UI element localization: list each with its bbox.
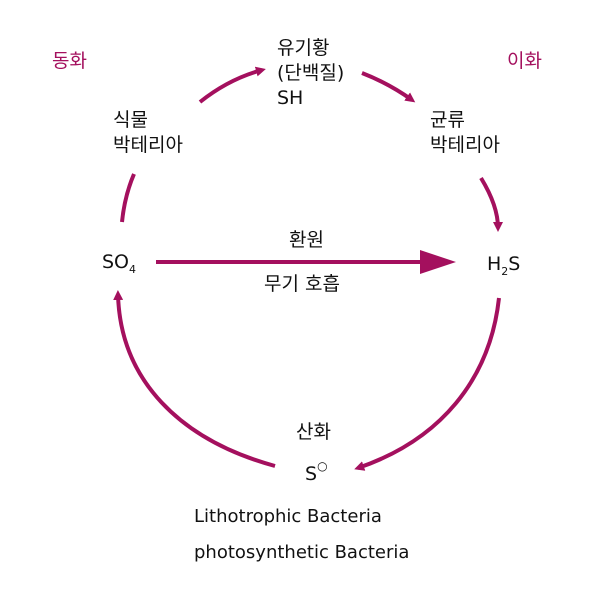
label-bacteria-left: 박테리아	[113, 134, 183, 156]
node-organic-sulfur: 유기황 (단백질) SH	[277, 36, 344, 111]
label-protein: (단백질)	[277, 62, 345, 84]
arrow-h2s-to-s	[354, 297, 501, 471]
arrow-so4-to-h2s-head	[420, 250, 456, 274]
arrow-s-to-so4	[113, 290, 276, 468]
label-dissimilation: 이화	[507, 50, 542, 72]
label-lithotrophic: Lithotrophic Bacteria	[194, 506, 382, 527]
node-h2s: H2S	[487, 252, 520, 279]
node-so4: SO4	[102, 250, 136, 277]
s-base: S	[305, 463, 318, 485]
so4-sub: 4	[129, 263, 137, 276]
label-inorganic-respiration: 무기 호흡	[264, 273, 340, 295]
label-organic-sulfur: 유기황	[277, 37, 330, 59]
label-plant: 식물	[113, 109, 148, 131]
arc-so4-to-plant	[120, 173, 136, 223]
label-assimilation: 동화	[52, 50, 87, 72]
h2s-h: H	[487, 253, 502, 275]
node-s: S○	[305, 459, 328, 488]
arrow-fungi-to-h2s	[479, 176, 503, 232]
label-fungi: 균류	[430, 109, 465, 131]
label-oxidation: 산화	[296, 421, 331, 443]
label-sh: SH	[277, 87, 304, 109]
label-reduction: 환원	[289, 229, 324, 251]
s-sup: ○	[317, 459, 328, 473]
arrow-plant-to-organic	[198, 66, 266, 104]
arrow-organic-to-fungi	[361, 71, 416, 103]
h2s-sub: 2	[501, 265, 509, 278]
node-fungi-bacteria: 균류 박테리아	[430, 108, 500, 158]
so4-base: SO	[102, 251, 130, 273]
h2s-s: S	[508, 253, 521, 275]
node-plant-bacteria: 식물 박테리아	[113, 108, 183, 158]
label-bacteria-right: 박테리아	[430, 134, 500, 156]
label-photosynthetic: photosynthetic Bacteria	[194, 542, 410, 563]
